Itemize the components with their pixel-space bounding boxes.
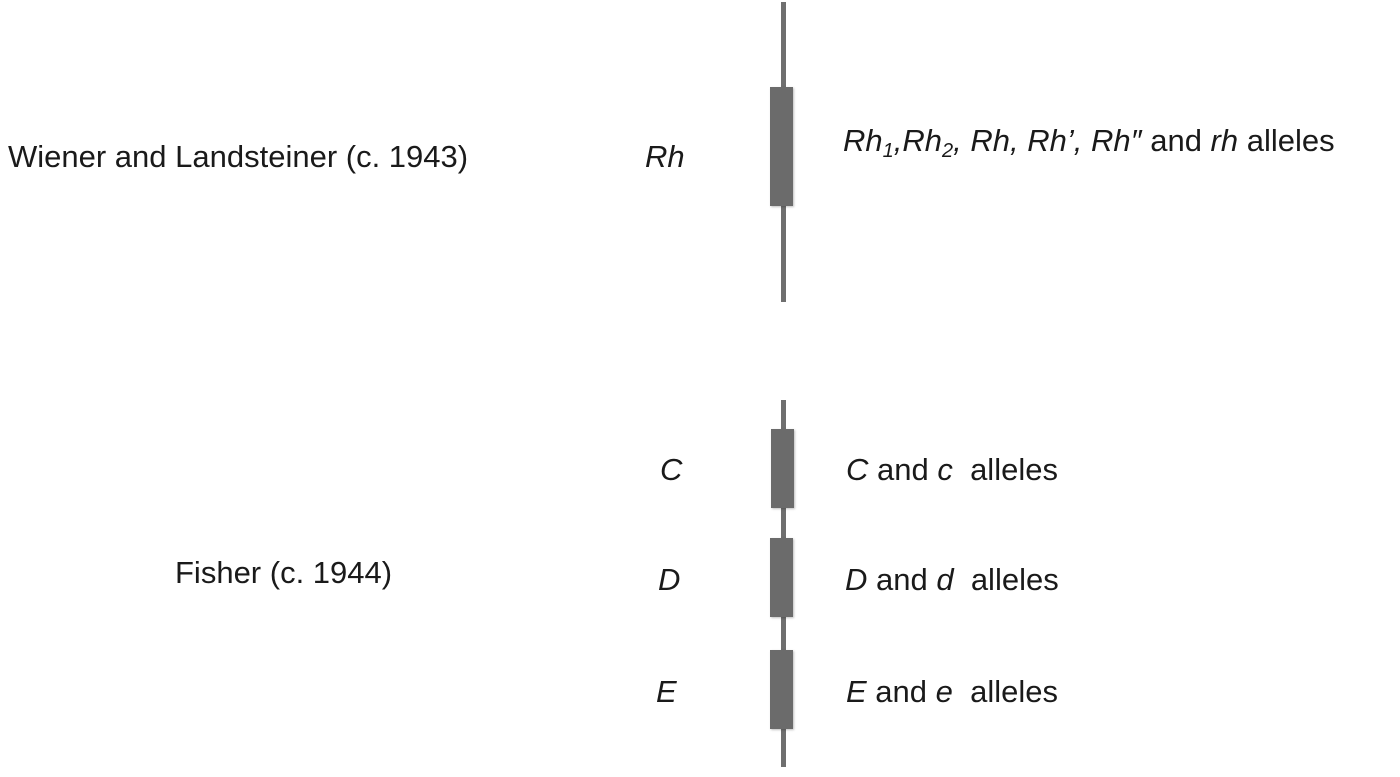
gene-label-d: D [658, 562, 681, 597]
locus-box-c [771, 429, 794, 508]
gene-label-rh: Rh [645, 139, 685, 174]
locus-box-d [770, 538, 793, 617]
gene-label-c: C [660, 452, 683, 487]
alleles-label-rh: Rh1,Rh2, Rh, Rh’, Rh″ and rh alleles [843, 123, 1335, 162]
alleles-label-d: D and d alleles [845, 562, 1059, 597]
author-label-wiener-landsteiner: Wiener and Landsteiner (c. 1943) [8, 139, 469, 174]
alleles-label-c: C and c alleles [846, 452, 1058, 487]
gene-label-e: E [656, 674, 677, 709]
locus-box-e [770, 650, 793, 729]
author-label-fisher: Fisher (c. 1944) [175, 555, 393, 590]
alleles-label-e: E and e alleles [846, 674, 1058, 709]
locus-box-rh [770, 87, 793, 206]
